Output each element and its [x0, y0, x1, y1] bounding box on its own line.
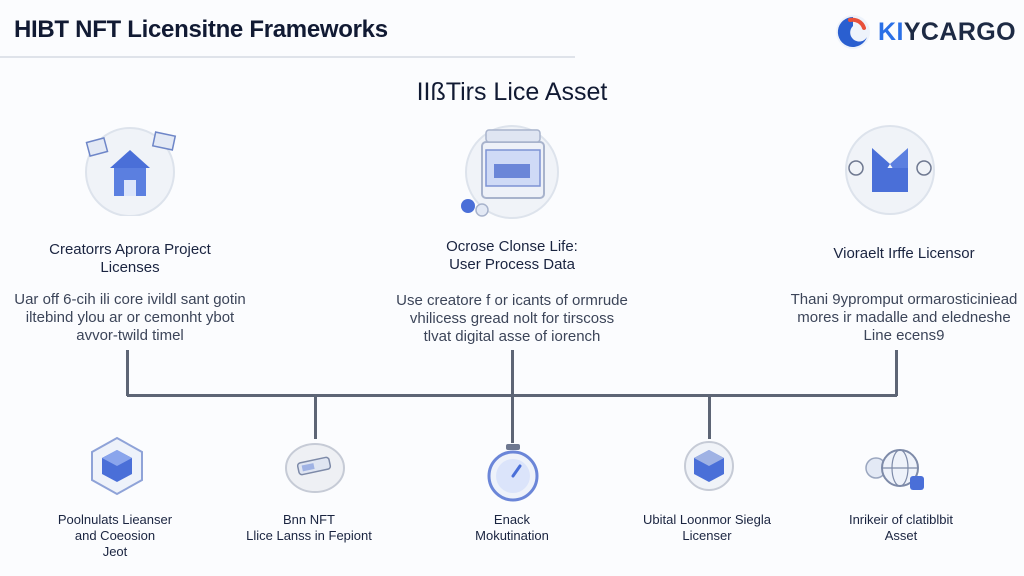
ticket-icon: [285, 443, 345, 493]
top-node-3: Vioraelt Irffe Licensor Thani 9ypromput …: [774, 245, 1024, 345]
label-line: Poolnulats Lieanser: [57, 512, 173, 527]
bottom-node-4-label: Ubital Loonmor Siegla Licenser: [612, 512, 802, 544]
desc-line: avvor-twild timel: [76, 327, 184, 344]
label-line: Licenses: [100, 259, 160, 276]
label-line: Ubital Loonmor Siegla: [643, 512, 771, 527]
bottom-node-1-label: Poolnulats Lieanser and Coeosion Jeot: [20, 512, 210, 560]
connector-bottom-3: [511, 395, 514, 443]
connector-bottom-2: [314, 395, 317, 439]
bottom-node-5-icon-wrap: [860, 442, 930, 503]
bottom-node-3-icon-wrap: [484, 442, 542, 507]
label-line: Llice Lanss in Fepiont: [246, 528, 372, 543]
logo-text-main: YCARGO: [903, 17, 1016, 46]
label-line: Jeot: [102, 544, 128, 559]
desc-line: iltebind ylou ar or cemonht ybot: [25, 309, 235, 326]
desc-line: Uar off 6-cih ili core ivildl sant gotin: [14, 291, 246, 308]
label-line: Enack: [493, 512, 531, 527]
connector-top-left: [126, 350, 129, 396]
title-divider: [0, 56, 575, 58]
connector-bottom-4: [708, 395, 711, 439]
shape-licensor-icon: [845, 125, 935, 215]
bottom-node-3-label: Enack Mokutination: [417, 512, 607, 544]
desc-line: Line ecens9: [863, 327, 945, 344]
top-node-3-desc: Thani 9ypromput ormarosticiniead mores i…: [774, 291, 1024, 345]
globe-gears-icon: [865, 449, 924, 490]
bottom-node-5-label: Inrikeir of clatiblbit Asset: [806, 512, 996, 544]
label-line: Inrikeir of clatiblbit: [848, 512, 954, 527]
license-box-icon: [684, 441, 734, 491]
desc-line: mores ir madalle and eledneshe: [797, 309, 1011, 326]
connector-top-right: [895, 350, 898, 396]
label-line: Bnn NFT: [282, 512, 335, 527]
desc-line: Use creatore f or icants of ormrude: [396, 292, 628, 309]
top-node-1-desc: Uar off 6-cih ili core ivildl sant gotin…: [0, 291, 260, 345]
diagram-title: IIßTirs Lice Asset: [416, 78, 608, 106]
top-node-2-label: Ocrose Clonse Life: User Process Data: [382, 238, 642, 274]
top-node-1: Creatorrs Aprora Project Licenses Uar of…: [0, 241, 260, 345]
label-line: User Process Data: [449, 256, 575, 273]
desc-line: vhilicess gread nolt for tirscoss: [409, 310, 615, 327]
top-node-1-label: Creatorrs Aprora Project Licenses: [0, 241, 260, 277]
desc-line: Thani 9ypromput ormarosticiniead: [790, 291, 1018, 308]
top-node-2-desc: Use creatore f or icants of ormrude vhil…: [382, 292, 642, 346]
logo-wordmark: KIYCARGO: [878, 18, 1016, 47]
top-node-3-icon-wrap: [840, 124, 940, 221]
bottom-node-2-icon-wrap: [284, 440, 346, 501]
data-device-icon: [461, 125, 559, 219]
brand-logo: KIYCARGO: [832, 12, 1016, 52]
swirl-logo-icon: [836, 15, 871, 49]
bottom-node-4-icon-wrap: [680, 440, 738, 497]
timer-icon: [487, 444, 539, 502]
connector-top-center: [511, 350, 514, 396]
label-line: Licenser: [682, 528, 732, 543]
top-node-2: Ocrose Clonse Life: User Process Data Us…: [382, 238, 642, 346]
page-title: HIBT NFT Licensitne Frameworks: [14, 16, 388, 43]
top-node-2-icon-wrap: [460, 122, 570, 231]
label-line: Creatorrs Aprora Project: [49, 241, 211, 258]
desc-line: tlvat digital asse of iorench: [423, 328, 601, 345]
logo-text-accent: KI: [878, 17, 904, 46]
bottom-node-2-label: Bnn NFT Llice Lanss in Fepiont: [214, 512, 404, 544]
cube-shield-icon: [91, 436, 143, 496]
top-node-3-label: Vioraelt Irffe Licensor: [774, 245, 1024, 263]
top-node-1-icon-wrap: [80, 124, 190, 221]
label-line: Mokutination: [475, 528, 549, 543]
label-line: Ocrose Clonse Life:: [446, 238, 578, 255]
house-license-icon: [85, 127, 177, 217]
label-line: Vioraelt Irffe Licensor: [833, 245, 975, 262]
label-line: Asset: [884, 528, 918, 543]
bottom-node-1-icon-wrap: [88, 436, 146, 501]
label-line: and Coeosion: [74, 528, 156, 543]
